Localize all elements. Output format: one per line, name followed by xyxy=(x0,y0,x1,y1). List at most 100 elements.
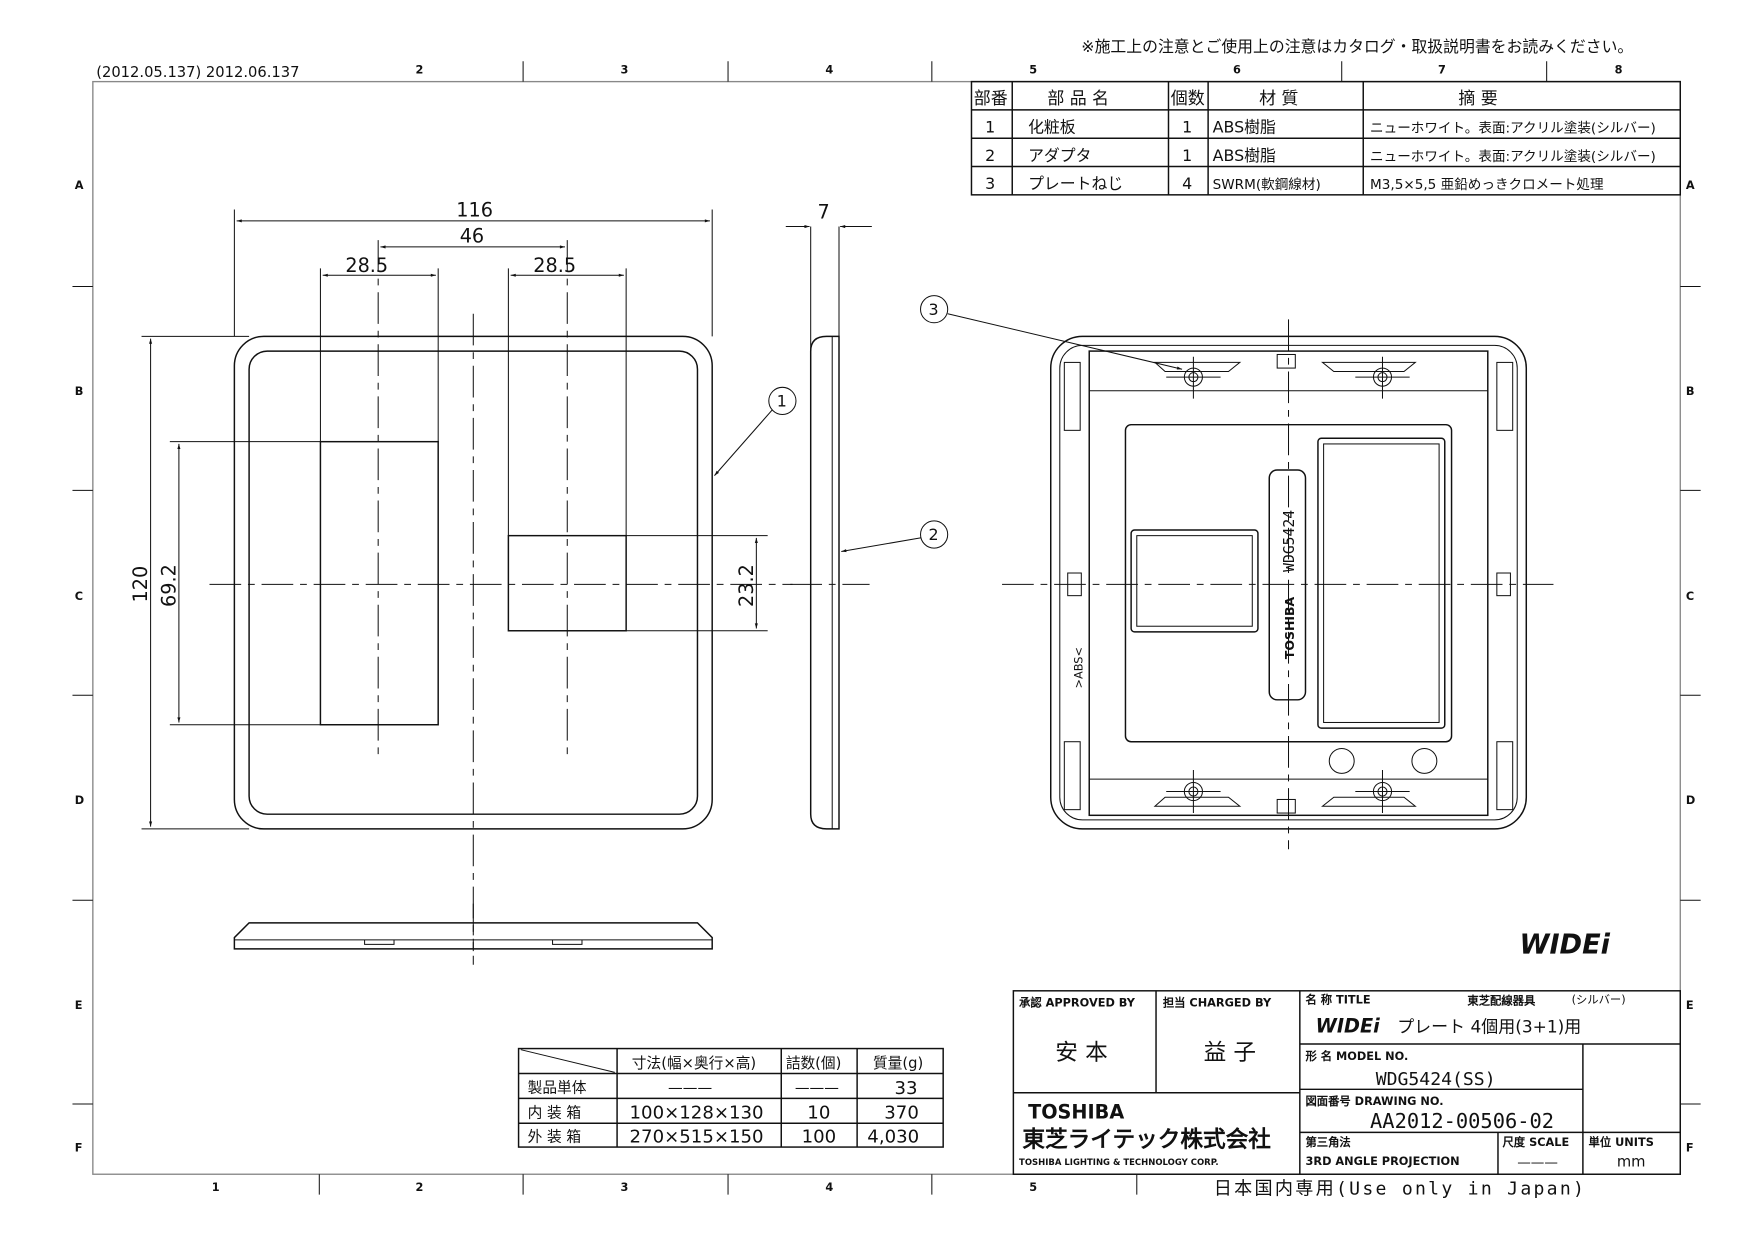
col-label: 3 xyxy=(620,1180,628,1194)
row-label: D xyxy=(1686,793,1695,807)
col-label: 5 xyxy=(1029,1180,1037,1194)
header-cell: 部 品 名 xyxy=(1047,89,1109,109)
row-label: B xyxy=(75,384,84,398)
dim-thickness: 7 xyxy=(817,201,829,224)
units-label: 単位 UNITS xyxy=(1589,1135,1654,1149)
col-label: 6 xyxy=(1233,63,1241,77)
projection-label: 第三角法 xyxy=(1305,1135,1350,1149)
packaging-table: 寸法(幅×奥行×高) 詰数(個) 質量(g) 製品単体 ——— ——— 内 装 … xyxy=(517,1047,944,1148)
dim-height: 120 xyxy=(129,566,152,603)
cell: 270×515×150 xyxy=(630,1127,764,1148)
dim-left-opening-height: 69.2 xyxy=(158,564,181,607)
header-cell: 部番 xyxy=(974,89,1008,109)
scale-label: 尺度 SCALE xyxy=(1503,1135,1570,1149)
col-label: 1 xyxy=(212,1180,220,1194)
cell: 3 xyxy=(985,174,995,193)
scale-value: ——— xyxy=(1517,1154,1558,1170)
dim-right-opening-height: 23.2 xyxy=(735,564,758,607)
category-label: 東芝配線器具 xyxy=(1467,993,1536,1007)
col-label: 3 xyxy=(620,63,628,77)
product-title: プレート 4個用(3+1)用 xyxy=(1397,1018,1581,1038)
front-view: 116 46 28.5 28.5 120 69.2 23.2 7 xyxy=(129,198,830,952)
grid-ticks xyxy=(72,61,1701,1195)
header-cell: 材 質 xyxy=(1259,89,1298,109)
company-name-en: TOSHIBA LIGHTING & TECHNOLOGY CORP. xyxy=(1019,1158,1219,1168)
charged-by-label: 担当 CHARGED BY xyxy=(1163,996,1272,1010)
drawing-border xyxy=(92,80,1681,1175)
dim-right-opening: 28.5 xyxy=(533,254,576,277)
company-name-jp: 東芝ライテック株式会社 xyxy=(1022,1126,1271,1153)
row-label: D xyxy=(75,793,84,807)
col-label: 8 xyxy=(1615,63,1623,77)
header-cell: 質量(g) xyxy=(873,1054,923,1072)
row-label: B xyxy=(1686,384,1695,398)
callout-3: 3 xyxy=(928,300,938,319)
cell: 100 xyxy=(802,1127,837,1148)
row-label: A xyxy=(75,178,84,192)
callout-2: 2 xyxy=(928,525,938,544)
title-widei-logo: WIDEi xyxy=(1316,1015,1380,1038)
rear-model-marking: WDG5424 xyxy=(1281,510,1298,572)
cell: 33 xyxy=(894,1078,917,1099)
model-number: WDG5424(SS) xyxy=(1376,1069,1496,1090)
cell: ——— xyxy=(795,1080,839,1097)
col-label: 7 xyxy=(1438,63,1446,77)
cell: 4,030 xyxy=(867,1127,919,1148)
callouts: 1 2 3 xyxy=(714,295,1183,553)
cell: ——— xyxy=(668,1080,712,1097)
rear-view: WDG5424 TOSHIBA >ABS< xyxy=(1002,319,1554,850)
usage-note: 日本国内専用(Use only in Japan) xyxy=(1214,1179,1586,1200)
parts-table: 部番 部 品 名 個数 材 質 摘 要 1 化粧板 1 ABS樹脂 ニューホワイ… xyxy=(970,80,1682,196)
col-label: 2 xyxy=(416,63,424,77)
cell: 10 xyxy=(807,1103,830,1124)
model-label: 形 名 MODEL NO. xyxy=(1305,1049,1408,1063)
title-block: 承認 APPROVED BY 担当 CHARGED BY 名 称 TITLE 東… xyxy=(1012,990,1682,1175)
col-label: 4 xyxy=(825,63,833,77)
toshiba-logo: TOSHIBA xyxy=(1028,1101,1124,1124)
header-cell: 個数 xyxy=(1171,89,1205,109)
drawing-number: AA2012-00506-02 xyxy=(1370,1109,1554,1133)
cell: 外 装 箱 xyxy=(528,1128,581,1145)
revision-text: (2012.05.137) 2012.06.137 xyxy=(96,64,299,81)
color-label: (シルバー) xyxy=(1572,992,1626,1006)
cell: M3,5×5,5 亜鉛めっきクロメート処理 xyxy=(1370,177,1604,193)
screw-holes xyxy=(1166,356,1438,814)
widei-logo: WIDEi xyxy=(1519,929,1610,960)
row-label: F xyxy=(1686,1141,1694,1155)
cell: プレートねじ xyxy=(1028,174,1123,193)
cell: 370 xyxy=(884,1103,919,1124)
left-opening xyxy=(319,440,439,726)
cell: ニューホワイト。表面:アクリル塗装(シルバー) xyxy=(1370,148,1656,165)
col-label: 4 xyxy=(825,1180,833,1194)
cell: アダプタ xyxy=(1028,146,1091,165)
cell: 4 xyxy=(1182,174,1192,193)
dim-center-spacing: 46 xyxy=(460,224,484,247)
cell: 1 xyxy=(1182,118,1192,137)
rear-material-marking: >ABS< xyxy=(1071,647,1085,688)
row-label: E xyxy=(75,998,83,1012)
rear-brand-marking: TOSHIBA xyxy=(1282,597,1297,660)
callout-1: 1 xyxy=(777,392,787,411)
approved-by-label: 承認 APPROVED BY xyxy=(1018,996,1136,1010)
cell: 1 xyxy=(1182,146,1192,165)
units-value: mm xyxy=(1617,1153,1646,1170)
approved-by-name: 安 本 xyxy=(1055,1040,1107,1066)
cell: SWRM(軟鋼線材) xyxy=(1213,177,1321,193)
header-cell: 寸法(幅×奥行×高) xyxy=(632,1055,756,1072)
header-cell: 摘 要 xyxy=(1458,89,1497,109)
dim-width: 116 xyxy=(456,198,493,221)
row-label: C xyxy=(75,589,83,603)
caution-note: ※施工上の注意とご使用上の注意はカタログ・取扱説明書をお読みください。 xyxy=(1081,37,1633,56)
cell: ABS樹脂 xyxy=(1213,146,1276,165)
row-label: F xyxy=(75,1141,83,1155)
cell: 2 xyxy=(985,146,995,165)
row-label: E xyxy=(1686,998,1694,1012)
cell: 1 xyxy=(985,118,995,137)
cell: ニューホワイト。表面:アクリル塗装(シルバー) xyxy=(1370,120,1656,137)
charged-by-name: 益 子 xyxy=(1204,1040,1256,1066)
side-view xyxy=(785,225,872,830)
cell: 化粧板 xyxy=(1028,118,1076,137)
drawing-label: 図面番号 DRAWING NO. xyxy=(1305,1094,1443,1108)
cell: 100×128×130 xyxy=(630,1103,764,1124)
